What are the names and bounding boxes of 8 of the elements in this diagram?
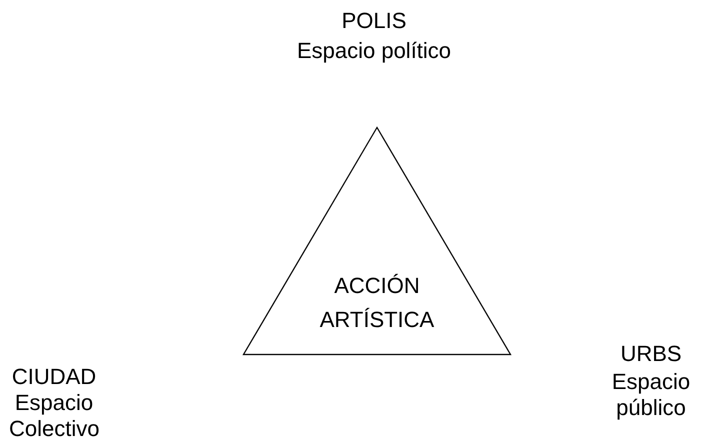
corner-subtitle: Espacio público [610, 369, 692, 421]
corner-title: CIUDAD [12, 364, 96, 390]
triangle-node [243, 127, 511, 355]
corner-subtitle: Espacio Colectivo [9, 390, 99, 442]
corner-subtitle: Espacio político [296, 38, 452, 64]
corner-title: URBS [620, 341, 682, 367]
node-label: ACCIÓN ARTÍSTICA [318, 272, 436, 334]
corner-title: POLIS [342, 8, 406, 34]
